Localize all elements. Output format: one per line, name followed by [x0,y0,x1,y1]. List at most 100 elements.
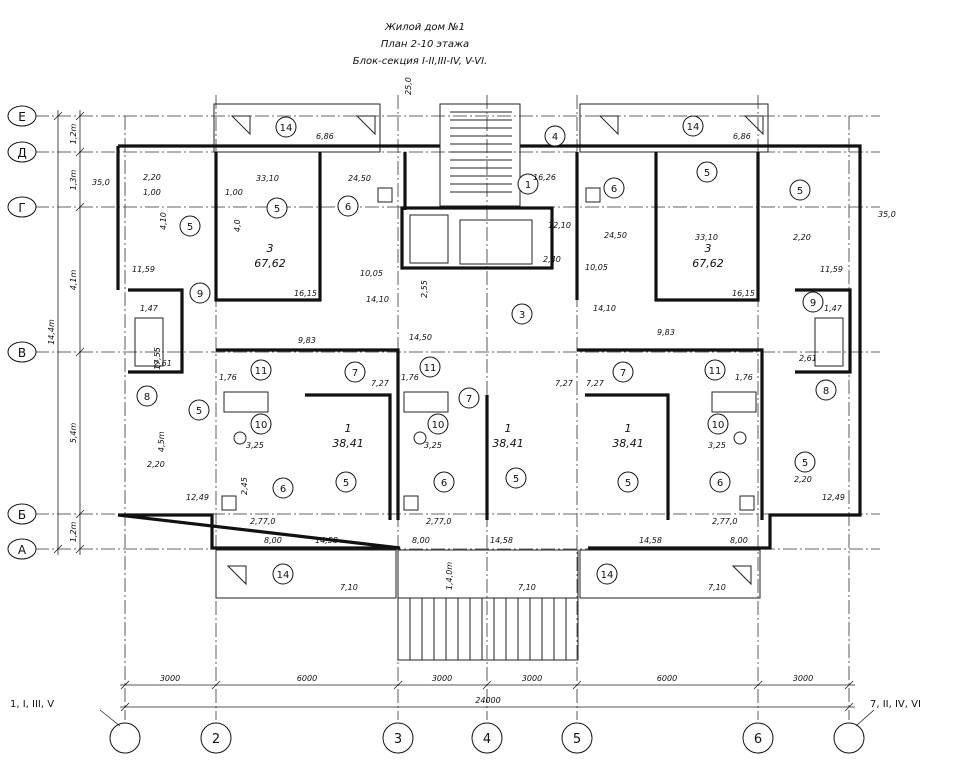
svg-text:17,55: 17,55 [153,347,162,370]
svg-text:6,86: 6,86 [316,132,334,141]
svg-text:11: 11 [255,366,268,377]
axis-marker-right-end [833,722,865,754]
svg-text:12,10: 12,10 [548,221,571,230]
svg-text:14,50: 14,50 [409,333,432,342]
svg-text:5: 5 [187,222,193,233]
loggia-top-right [579,103,769,153]
svg-text:6: 6 [280,484,286,495]
left-dimension-chain: 1,2m 1,3m 4,1m 5,4m 1,2m 14,4m [47,110,85,555]
axis-marker-B [7,503,37,525]
svg-text:10: 10 [255,420,268,431]
svg-text:12,49: 12,49 [186,493,209,502]
loggia-window-tr2 [743,115,764,136]
svg-text:2,77,0: 2,77,0 [712,517,737,526]
end-axis-left-label: 1, I, III, V [10,699,54,710]
title-line-1: Жилой дом №1 [384,22,465,33]
svg-text:2,55: 2,55 [420,280,429,298]
svg-text:6: 6 [441,478,447,489]
svg-text:16,26: 16,26 [533,173,556,182]
svg-text:1,76: 1,76 [401,373,419,382]
svg-text:2,77,0: 2,77,0 [250,517,275,526]
svg-text:6: 6 [717,478,723,489]
column-axis-markers: 1, I, III, V 7, II, IV, VI 2 3 4 5 6 [10,699,921,754]
svg-text:6: 6 [611,184,617,195]
svg-text:7,27: 7,27 [586,379,605,388]
row-dim-5: 1,2m [69,522,78,543]
svg-text:2,20: 2,20 [147,460,165,469]
apt-3-rooms: 1 [345,422,352,435]
svg-text:2,61: 2,61 [799,354,817,363]
apt-2-rooms: 3 [705,242,712,255]
svg-text:14,58: 14,58 [490,536,513,545]
apt-4-area: 38,41 [492,437,524,450]
balcony-bottom-left [215,549,397,599]
svg-text:14,58: 14,58 [315,536,338,545]
svg-text:8,00: 8,00 [730,536,748,545]
axis-label-E: Е [18,110,26,124]
axis-label-D: Д [17,146,26,160]
svg-text:4,10: 4,10 [159,212,168,230]
axis-marker-V [7,341,37,363]
wall-marks: 35,0 35,0 25,0 2,20 2,20 2,20 2,20 4,10 … [92,77,896,590]
total-height-dim: 14,4m [47,319,56,345]
axis-label-A: А [18,543,27,557]
svg-text:3,25: 3,25 [708,441,726,450]
axis-label-6: 6 [754,732,762,747]
row-axis-lines [35,115,880,550]
axis-label-4: 4 [483,732,491,747]
apt-3-area: 38,41 [332,437,364,450]
svg-text:35,0: 35,0 [92,178,110,187]
balcony-bottom-center [397,549,579,599]
axis-marker-E [7,105,37,127]
title-line-2: План 2-10 этажа [381,39,469,50]
bathroom-fixtures [134,187,844,511]
axis-marker-left-end [109,722,141,754]
svg-text:3,25: 3,25 [246,441,264,450]
svg-text:16,15: 16,15 [294,289,317,298]
svg-text:2,20: 2,20 [793,233,811,242]
apt-1-rooms: 3 [267,242,274,255]
svg-text:7,10: 7,10 [518,583,536,592]
svg-text:5: 5 [274,204,280,215]
svg-text:3000: 3000 [793,674,813,683]
title-line-3: Блок-секция I-II,III-IV, V-VI. [353,56,487,67]
axis-marker-D [7,141,37,163]
row-axis-markers: Е Д Г В Б А [7,105,37,560]
svg-text:14: 14 [280,123,293,134]
svg-text:14,10: 14,10 [366,295,389,304]
svg-text:8,00: 8,00 [412,536,430,545]
svg-text:24,50: 24,50 [604,231,627,240]
svg-text:5: 5 [343,478,349,489]
svg-text:6000: 6000 [657,674,677,683]
axis-label-V: В [18,346,26,360]
svg-text:33,10: 33,10 [695,233,718,242]
svg-text:7,10: 7,10 [340,583,358,592]
apt-5-rooms: 1 [625,422,632,435]
svg-text:7,10: 7,10 [708,583,726,592]
svg-text:33,10: 33,10 [256,174,279,183]
svg-text:11,59: 11,59 [820,265,843,274]
entrance-ramp [397,597,579,661]
svg-text:24,50: 24,50 [348,174,371,183]
svg-text:9: 9 [197,289,203,300]
svg-text:11: 11 [709,366,722,377]
elevator-shaft [400,206,554,270]
loggia-window-tl [230,115,251,136]
svg-text:2,77,0: 2,77,0 [426,517,451,526]
end-axis-right-label: 7, II, IV, VI [870,699,921,710]
apt-1-area: 67,62 [254,257,286,270]
svg-text:7,27: 7,27 [371,379,390,388]
loggia-window-tr [598,115,619,136]
svg-text:11: 11 [424,363,437,374]
svg-text:1: 1 [525,180,531,191]
svg-text:6000: 6000 [297,674,317,683]
svg-text:9,83: 9,83 [298,336,316,345]
svg-text:4,0: 4,0 [233,219,242,232]
svg-text:2,20: 2,20 [143,173,161,182]
svg-text:10,05: 10,05 [585,263,608,272]
row-dim-2: 1,3m [69,170,78,191]
bottom-dimension-chain: 3000 6000 3000 3000 6000 3000 24000 [120,674,855,712]
svg-text:3000: 3000 [160,674,180,683]
svg-text:1,00: 1,00 [143,188,161,197]
svg-text:1,47: 1,47 [140,304,159,313]
